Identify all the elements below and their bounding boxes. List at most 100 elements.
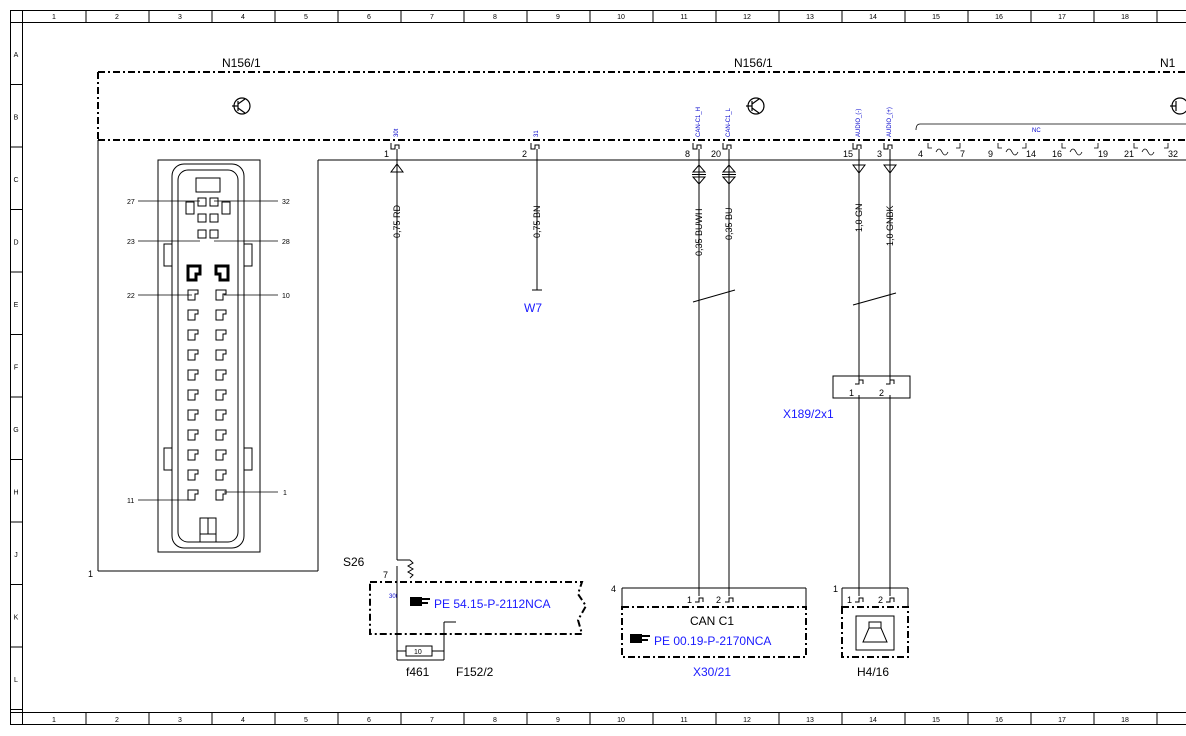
connector-contact bbox=[215, 329, 227, 341]
connector-contacts bbox=[187, 289, 227, 501]
grid-row-label: A bbox=[14, 52, 19, 59]
fuse-value: 10 bbox=[414, 649, 422, 656]
n156-ref: 1 bbox=[88, 569, 93, 579]
grid-column-label: 10 bbox=[617, 14, 625, 21]
connector-contact bbox=[215, 429, 227, 441]
nc-pin-number: 9 bbox=[988, 149, 993, 159]
connector-key bbox=[186, 264, 230, 282]
grid-column-label: 5 bbox=[304, 717, 308, 724]
grid-row-label: L bbox=[14, 677, 18, 684]
connector-view-box bbox=[97, 140, 1186, 572]
x189-pin: 2 bbox=[879, 388, 884, 398]
pin-terminals bbox=[390, 143, 893, 160]
h4-label: H4/16 bbox=[857, 665, 889, 679]
fuse-f152-label: F152/2 bbox=[456, 665, 494, 679]
grid-column-label: 6 bbox=[367, 717, 371, 724]
grid-column-label: 2 bbox=[115, 717, 119, 724]
pin-number: 1 bbox=[384, 149, 389, 159]
nc-pin-number: 7 bbox=[960, 149, 965, 159]
connector-contact bbox=[187, 309, 199, 321]
nc-pin-number: 16 bbox=[1052, 149, 1062, 159]
connector-contact bbox=[187, 289, 199, 301]
grid-column-label: 18 bbox=[1121, 14, 1129, 21]
connector-contact bbox=[187, 469, 199, 481]
connector-pin-label: 23 bbox=[127, 239, 135, 246]
transistor-icon bbox=[1170, 97, 1186, 115]
grid-column-label: 14 bbox=[869, 14, 877, 21]
grid-column-label: 4 bbox=[241, 14, 245, 21]
grid-column-label: 16 bbox=[995, 14, 1003, 21]
pin-signal: CAN-C1_L bbox=[726, 107, 732, 137]
pin-signal: AUDIO_(-) bbox=[856, 109, 862, 137]
grid-column-label: 7 bbox=[430, 717, 434, 724]
nc-pin-number: 14 bbox=[1026, 149, 1036, 159]
nc-pin-number: 4 bbox=[918, 149, 923, 159]
connector-contact bbox=[215, 389, 227, 401]
drawing-frame bbox=[10, 10, 1186, 725]
grid-column-label: 11 bbox=[680, 14, 687, 21]
wire-label: 0,75 RD bbox=[392, 204, 402, 238]
nc-pin-number: 21 bbox=[1124, 149, 1134, 159]
h4-dashed-block bbox=[841, 606, 909, 658]
grid-column-label: 9 bbox=[556, 14, 560, 21]
pin-number: 20 bbox=[711, 149, 721, 159]
ground-w7-label: W7 bbox=[524, 301, 542, 315]
h4-ref: 1 bbox=[833, 584, 838, 594]
connector-pin-label: 27 bbox=[127, 199, 135, 206]
pin-number: 3 bbox=[877, 149, 882, 159]
s26-dashed-block bbox=[369, 581, 588, 635]
connector-contact bbox=[215, 469, 227, 481]
grid-column-label: 1 bbox=[52, 717, 56, 724]
connector-pin-label: 22 bbox=[127, 293, 135, 300]
pin-number: 15 bbox=[843, 149, 853, 159]
pin-signal: 30t bbox=[394, 128, 400, 137]
x189-pin: 1 bbox=[849, 388, 854, 398]
grid-column-label: 17 bbox=[1058, 717, 1066, 724]
connector-contact bbox=[187, 389, 199, 401]
s26-signal: 30t bbox=[389, 594, 398, 600]
pin-signal: CAN-C1_H bbox=[696, 107, 702, 137]
grid-column-label: 8 bbox=[493, 717, 497, 724]
connector-callout-lines bbox=[138, 200, 278, 501]
nc-pin-number: 19 bbox=[1098, 149, 1108, 159]
s26-switch bbox=[396, 559, 414, 579]
grid-column-label: 5 bbox=[304, 14, 308, 21]
can-c1-label: CAN C1 bbox=[690, 614, 734, 628]
connector-contact bbox=[215, 409, 227, 421]
connector-contact bbox=[187, 489, 199, 501]
grid-column-label: 15 bbox=[932, 14, 940, 21]
nc-bridge bbox=[997, 143, 1027, 156]
grid-column-label: 1 bbox=[52, 14, 56, 21]
grid-row-label: K bbox=[14, 615, 19, 622]
nc-bracket bbox=[915, 123, 1186, 131]
connector-contact bbox=[215, 349, 227, 361]
grid-column-label: 14 bbox=[869, 717, 877, 724]
n156-label-right: N1 bbox=[1160, 56, 1176, 70]
pin-number: 2 bbox=[522, 149, 527, 159]
wire-label: 0,75 BN bbox=[532, 205, 542, 238]
grid-column-label: 9 bbox=[556, 717, 560, 724]
hand-pointer-icon bbox=[410, 597, 430, 606]
transistor-icon bbox=[232, 97, 251, 115]
connector-pin-label: 1 bbox=[283, 490, 287, 497]
wires bbox=[396, 160, 897, 596]
grid-row-label: C bbox=[13, 177, 18, 184]
grid-column-label: 7 bbox=[430, 14, 434, 21]
grid-column-label: 12 bbox=[743, 14, 751, 21]
grid-column-label: 6 bbox=[367, 14, 371, 21]
can-pe-ref: PE 00.19-P-2170NCA bbox=[654, 634, 771, 648]
s26-pe-ref: PE 54.15-P-2112NCA bbox=[434, 597, 551, 611]
transistor-icon bbox=[746, 97, 765, 115]
nc-bridge bbox=[1061, 143, 1099, 156]
nc-label: NC bbox=[1032, 128, 1041, 134]
pin-number: 8 bbox=[685, 149, 690, 159]
grid-column-label: 12 bbox=[743, 717, 751, 724]
wire-label: 0,35 BUWH bbox=[694, 208, 704, 256]
connector-contact bbox=[187, 329, 199, 341]
h4-block bbox=[841, 587, 909, 606]
pin-signal: 31 bbox=[534, 130, 540, 137]
